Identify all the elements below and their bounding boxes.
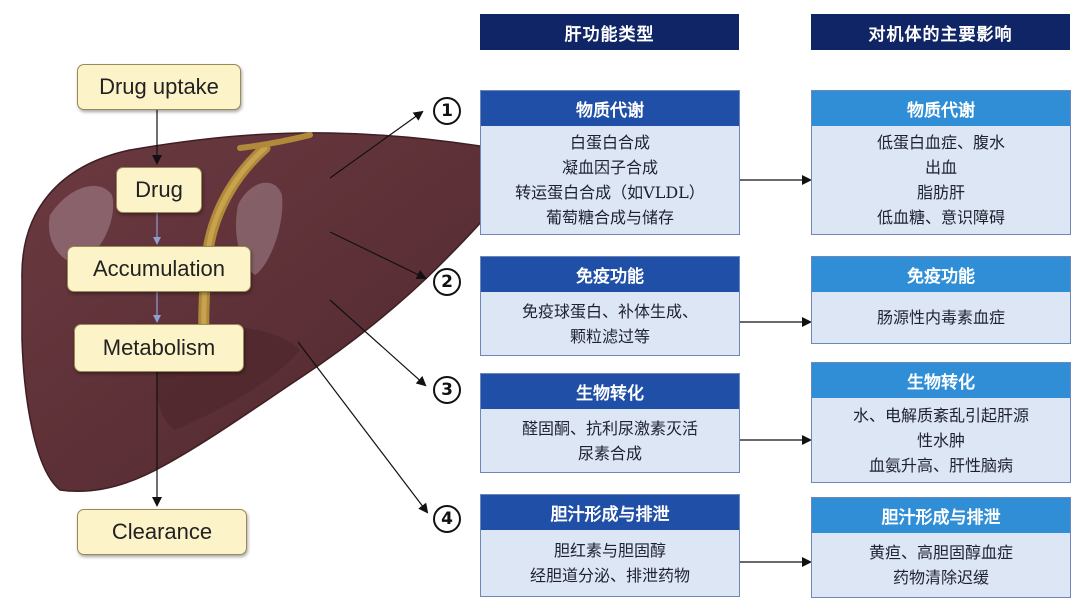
number-circle-1: 1 (433, 97, 461, 125)
flow-step-drug-uptake: Drug uptake (77, 64, 241, 110)
function-line: 胆红素与胆固醇 (553, 541, 666, 560)
flow-step-drug: Drug (116, 167, 202, 213)
function-card-body: 胆红素与胆固醇 经胆道分泌、排泄药物 (481, 530, 739, 596)
effect-line: 脂肪肝 (916, 183, 965, 202)
effect-line: 低蛋白血症、腹水 (876, 133, 1005, 152)
function-card-bile: 胆汁形成与排泄 胆红素与胆固醇 经胆道分泌、排泄药物 (480, 494, 740, 597)
effect-card-title: 免疫功能 (812, 257, 1070, 292)
effect-line: 水、电解质紊乱引起肝源 (852, 405, 1029, 425)
effect-line: 黄疸、高胆固醇血症 (868, 543, 1013, 562)
function-card-biotransformation: 生物转化 醛固酮、抗利尿激素灭活 尿素合成 (480, 373, 740, 473)
function-card-immune: 免疫功能 免疫球蛋白、补体生成、 颗粒滤过等 (480, 256, 740, 356)
function-line: 白蛋白合成 (569, 133, 650, 152)
function-card-title: 免疫功能 (481, 257, 739, 292)
function-line: 颗粒滤过等 (569, 326, 650, 346)
function-card-title: 物质代谢 (481, 91, 739, 126)
liver-arrow-4 (297, 341, 429, 514)
effect-line: 肠源性内毒素血症 (876, 308, 1005, 327)
bile-duct (237, 132, 313, 151)
liver-arrow-1 (329, 110, 424, 179)
function-line: 免疫球蛋白、补体生成、 (521, 301, 698, 321)
number-circle-4: 4 (433, 505, 461, 533)
effect-card-bile: 胆汁形成与排泄 黄疸、高胆固醇血症 药物清除迟缓 (811, 497, 1071, 598)
liver-arrow-2 (329, 231, 427, 280)
function-line: 葡萄糖合成与储存 (545, 208, 674, 227)
function-card-body: 醛固酮、抗利尿激素灭活 尿素合成 (481, 409, 739, 472)
effect-card-body: 水、电解质紊乱引起肝源 性水肿 血氨升高、肝性脑病 (812, 398, 1070, 482)
number-circle-3: 3 (433, 376, 461, 404)
function-card-body: 白蛋白合成 凝血因子合成 转运蛋白合成（如VLDL） 葡萄糖合成与储存 (481, 126, 739, 234)
effect-card-immune: 免疫功能 肠源性内毒素血症 (811, 256, 1071, 344)
effect-card-body: 肠源性内毒素血症 (812, 292, 1070, 343)
function-card-title: 生物转化 (481, 374, 739, 409)
function-card-title: 胆汁形成与排泄 (481, 495, 739, 530)
effect-card-body: 黄疸、高胆固醇血症 药物清除迟缓 (812, 533, 1070, 597)
header-liver-function-type: 肝功能类型 (480, 14, 739, 50)
number-circle-2: 2 (433, 268, 461, 296)
effect-card-body: 低蛋白血症、腹水 出血 脂肪肝 低血糖、意识障碍 (812, 126, 1070, 234)
function-line: 经胆道分泌、排泄药物 (529, 566, 690, 585)
flow-step-metabolism: Metabolism (74, 324, 244, 372)
effect-card-title: 胆汁形成与排泄 (812, 498, 1070, 533)
effect-line: 药物清除迟缓 (892, 568, 989, 587)
function-line: 尿素合成 (577, 443, 642, 463)
liver-arrow-3 (329, 299, 427, 387)
effect-line: 出血 (924, 158, 957, 177)
effect-card-metabolism: 物质代谢 低蛋白血症、腹水 出血 脂肪肝 低血糖、意识障碍 (811, 90, 1071, 235)
function-line: 凝血因子合成 (561, 158, 658, 177)
effect-card-title: 生物转化 (812, 363, 1070, 398)
function-card-metabolism: 物质代谢 白蛋白合成 凝血因子合成 转运蛋白合成（如VLDL） 葡萄糖合成与储存 (480, 90, 740, 235)
flow-step-clearance: Clearance (77, 509, 247, 555)
effect-card-title: 物质代谢 (812, 91, 1070, 126)
function-line: 转运蛋白合成（如VLDL） (515, 183, 705, 202)
flow-step-accumulation: Accumulation (67, 246, 251, 292)
function-card-body: 免疫球蛋白、补体生成、 颗粒滤过等 (481, 292, 739, 355)
function-line: 醛固酮、抗利尿激素灭活 (521, 418, 698, 438)
effect-line: 性水肿 (916, 430, 965, 450)
effect-line: 低血糖、意识障碍 (876, 208, 1005, 227)
effect-card-biotransformation: 生物转化 水、电解质紊乱引起肝源 性水肿 血氨升高、肝性脑病 (811, 362, 1071, 483)
liver-highlight-left (48, 185, 114, 265)
effect-line: 血氨升高、肝性脑病 (868, 455, 1013, 475)
header-main-effects: 对机体的主要影响 (811, 14, 1070, 50)
